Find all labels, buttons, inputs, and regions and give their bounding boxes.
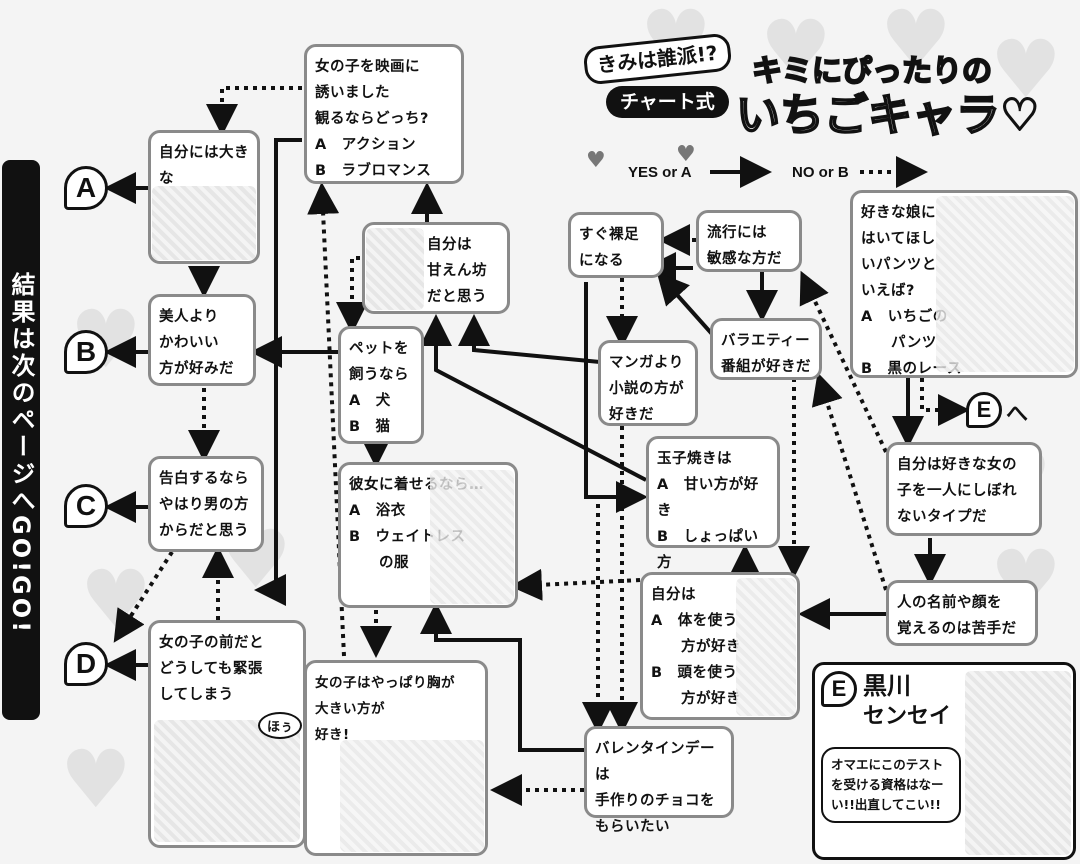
result-e-badge: E [966, 392, 1002, 428]
e-character-name-line1: 黒川 [863, 672, 911, 700]
question-kokuhaku: 告白するなら やはり男の方 からだと思う [148, 456, 264, 552]
legend-yes-label: YES or A [628, 164, 692, 181]
character-illustration [154, 720, 300, 842]
connector-no [336, 256, 368, 334]
question-bijin: 美人より かわいい 方が好みだ [148, 294, 256, 386]
background-heart-decoration: ♥ [760, 3, 832, 96]
character-illustration [430, 470, 514, 604]
question-hitori: 自分は好きな女の 子を一人にしぼれ ないタイプだ [886, 442, 1042, 536]
legend-no-label: NO or B [792, 164, 849, 181]
question-valentine: バレンタインデーは 手作りのチョコを もらいたい [584, 726, 734, 835]
e-result-panel: E 黒川 センセイ オマエにこのテストを受ける資格はなーい!!出直してこい!! [812, 662, 1076, 860]
connector-no [920, 378, 970, 426]
connector-yes [254, 138, 302, 606]
e-character-name-line2: センセイ [863, 704, 952, 729]
connector-yes [458, 314, 601, 364]
connector-yes [656, 272, 714, 336]
character-illustration [936, 196, 1074, 372]
page-title-line1: キミにぴったりの [751, 53, 993, 90]
chart-badge: チャート式 [606, 86, 729, 118]
heart-icon: ♥ [676, 142, 696, 167]
background-heart-decoration: ♥ [60, 733, 132, 826]
result-c-badge: C [64, 484, 108, 528]
background-heart-decoration: ♥ [880, 0, 952, 86]
connector-yes [420, 314, 647, 482]
result-d-badge: D [64, 642, 108, 686]
result-e-suffix: へ [1006, 402, 1029, 427]
connector-no [811, 372, 888, 591]
result-b-badge: B [64, 330, 108, 374]
question-pet: ペットを 飼うなら A 犬 B 猫 [338, 326, 424, 444]
page-title-line2: いちごキャラ♡ [735, 89, 1040, 142]
connector-no [510, 568, 641, 601]
side-banner: 結果は次のページへGO!GO! [2, 160, 40, 720]
background-heart-decoration: ♥ [990, 23, 1062, 116]
question-ryuko: 流行には 敏感な方だ [696, 210, 802, 272]
heart-icon: ♥ [586, 148, 606, 173]
question-movie: 女の子を映画に 誘いました 観るならどっち? A アクション B ラブロマンス [304, 44, 464, 184]
speech-bubble: ほぅ [258, 712, 303, 739]
connector-no [307, 182, 346, 657]
character-illustration [152, 186, 256, 260]
e-quote-bubble: オマエにこのテストを受ける資格はなーい!!出直してこい!! [821, 747, 961, 823]
connector-no [206, 86, 302, 136]
e-panel-badge: E [821, 671, 857, 707]
question-namae: 人の名前や顔を 覚えるのは苦手だ [886, 580, 1038, 646]
question-variety: バラエティー 番組が好きだ [710, 318, 822, 380]
character-illustration [366, 228, 424, 310]
result-a-badge: A [64, 166, 108, 210]
character-illustration [340, 740, 484, 852]
question-manga: マンガより 小説の方が 好きだ [598, 340, 698, 426]
character-illustration [736, 578, 796, 716]
connector-yes [584, 282, 648, 513]
e-character-illustration [965, 671, 1071, 855]
question-hadaka: すぐ裸足 になる [568, 212, 664, 278]
question-tamago: 玉子焼きは A 甘い方が好き B しょっぱい方 が好き [646, 436, 780, 597]
connector-yes [420, 602, 584, 752]
connector-no [113, 550, 174, 643]
